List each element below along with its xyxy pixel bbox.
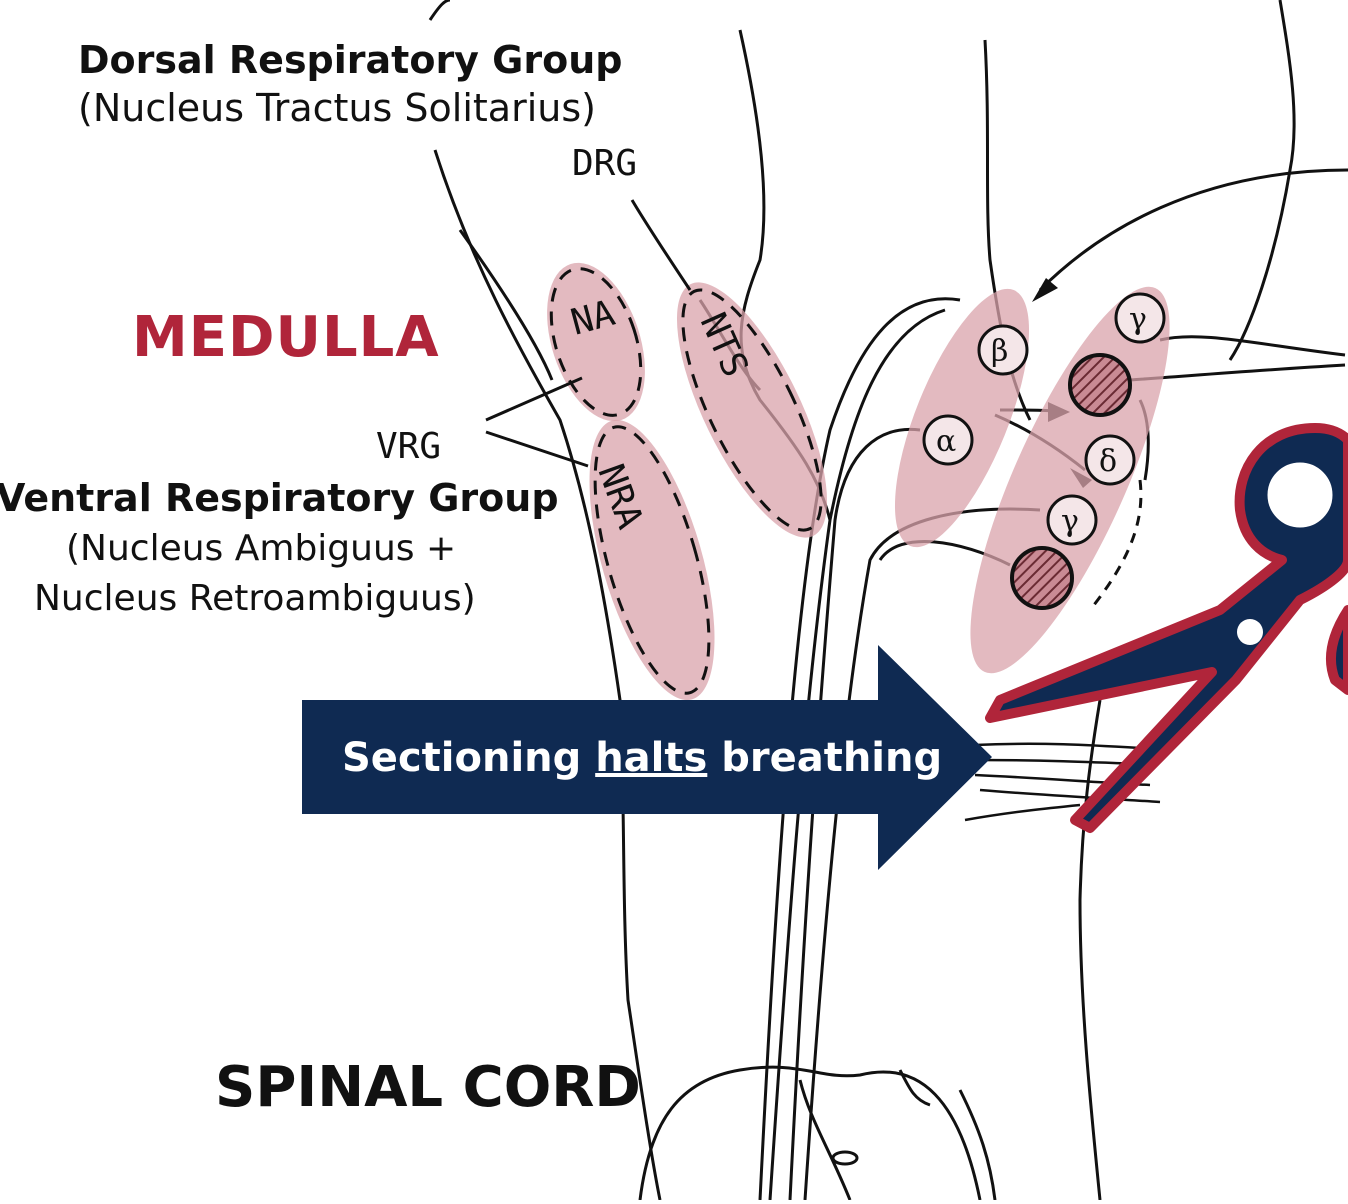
hatched-neuron-lower	[1010, 546, 1074, 610]
alpha-neuron	[922, 414, 974, 466]
delta-label: δ	[1099, 444, 1117, 479]
spinal-cord-label: SPINAL CORD	[215, 1055, 641, 1120]
alpha-label: α	[936, 424, 956, 459]
nucleus-dashes	[549, 267, 823, 695]
vrg-title: Ventral Respiratory Group	[0, 476, 559, 520]
leader-lines	[485, 199, 692, 468]
cut-fibers	[964, 742, 1161, 822]
gamma-top-neuron	[1114, 292, 1166, 344]
sectioning-arrow	[302, 645, 992, 870]
callout-text-after: breathing	[707, 735, 943, 781]
vrg-subtitle-line1: (Nucleus Ambiguus +	[66, 528, 457, 569]
drg-subtitle: (Nucleus Tractus Solitarius)	[78, 86, 596, 130]
beta-neuron	[977, 324, 1029, 376]
brainstem-outline	[428, 0, 1296, 1201]
vrg-abbrev: VRG	[376, 426, 441, 467]
vrg-subtitle-line2: Nucleus Retroambiguus)	[34, 578, 476, 619]
nts-region	[676, 282, 828, 538]
drg-title: Dorsal Respiratory Group	[78, 38, 623, 82]
delta-neuron	[1084, 434, 1136, 486]
hatched-neuron-upper	[1068, 353, 1132, 417]
gamma-mid-neuron	[1046, 494, 1098, 546]
na-region	[547, 262, 645, 422]
neurons	[922, 292, 1166, 546]
hatched-neurons	[1010, 353, 1132, 610]
callout-text-before: Sectioning	[342, 735, 596, 781]
neuron-labels: β α γ δ γ	[936, 302, 1147, 539]
drg-abbrev: DRG	[572, 143, 637, 184]
gamma-top-label: γ	[1129, 302, 1147, 337]
callout-emphasis: halts	[595, 735, 708, 781]
beta-label: β	[991, 334, 1008, 369]
sectioning-callout: Sectioning halts breathing	[342, 735, 942, 781]
gamma-mid-label: γ	[1061, 504, 1079, 539]
nra-region	[589, 419, 715, 701]
medulla-label: MEDULLA	[132, 305, 440, 370]
